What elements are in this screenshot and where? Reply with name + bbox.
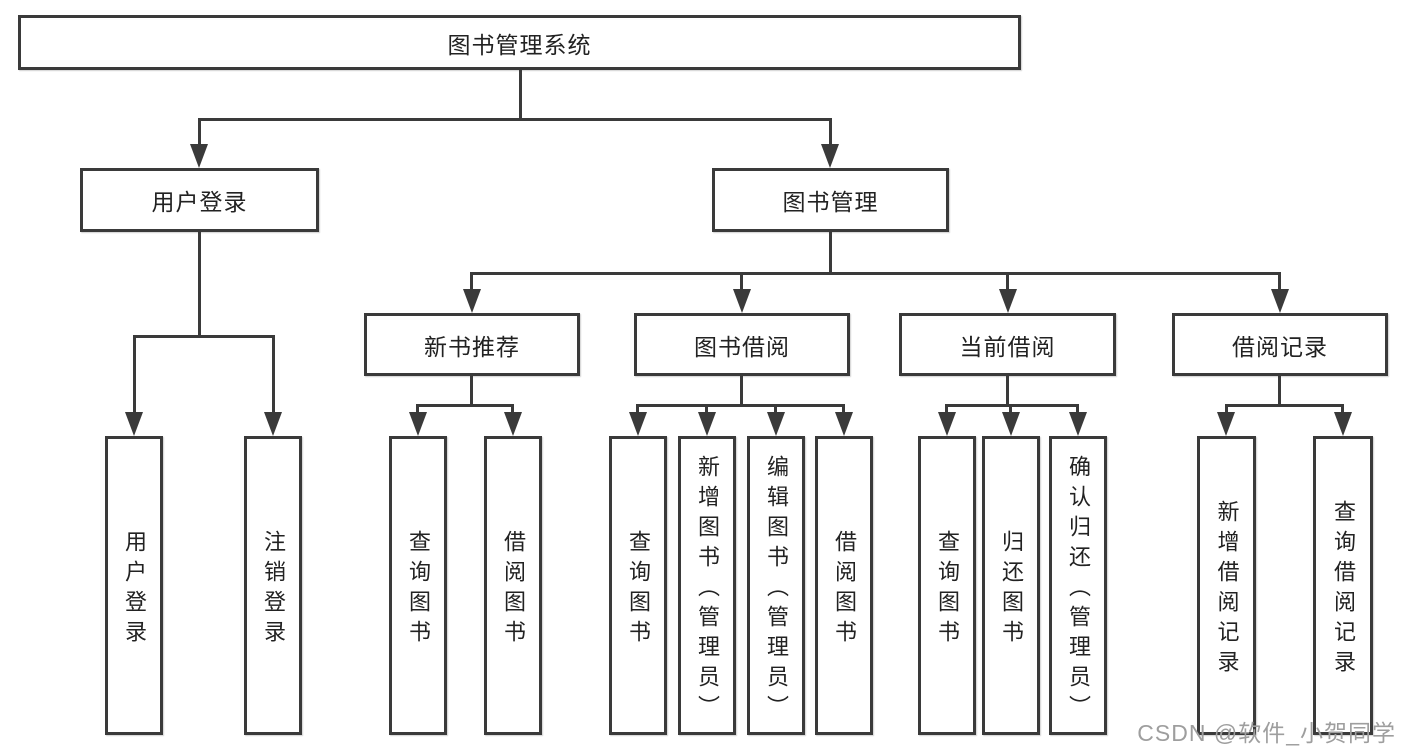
connector-line	[511, 404, 514, 415]
leaf-query-books-current-label: 查询图书	[935, 529, 960, 650]
connector-line	[1225, 404, 1228, 415]
connector-line	[1278, 272, 1281, 292]
connector-line	[198, 118, 201, 148]
connector-line	[1006, 272, 1009, 292]
connector-line	[829, 118, 832, 148]
node-root: 图书管理系统	[18, 15, 1021, 70]
leaf-add-book-admin: 新增图书（管理员）	[678, 436, 736, 735]
leaf-query-books-borrowing-label: 查询图书	[626, 529, 651, 650]
leaf-query-borrow-record: 查询借阅记录	[1313, 436, 1373, 735]
watermark: CSDN @软件_小贺同学	[1137, 720, 1396, 746]
leaf-confirm-return-admin-label: 确认归还（管理员）	[1066, 454, 1091, 725]
arrowhead-icon	[1217, 412, 1235, 436]
connector-line	[842, 404, 845, 415]
arrowhead-icon	[629, 412, 647, 436]
connector-line	[470, 376, 473, 407]
connector-line	[829, 232, 832, 274]
arrowhead-icon	[1271, 289, 1289, 313]
leaf-query-books-recommend: 查询图书	[389, 436, 447, 735]
connector-line	[636, 404, 639, 415]
leaf-logout-label: 注销登录	[261, 529, 286, 650]
node-borrowing-records: 借阅记录	[1172, 313, 1388, 376]
arrowhead-icon	[938, 412, 956, 436]
connector-line	[470, 272, 473, 292]
leaf-borrow-books-recommend-label: 借阅图书	[501, 529, 526, 650]
connector-line	[1006, 376, 1009, 407]
arrowhead-icon	[999, 289, 1017, 313]
connector-line	[471, 272, 1281, 275]
leaf-borrow-books-borrowing: 借阅图书	[815, 436, 873, 735]
connector-line	[946, 404, 1078, 407]
arrowhead-icon	[821, 144, 839, 168]
connector-line	[1076, 404, 1079, 415]
connector-line	[416, 404, 419, 415]
connector-line	[740, 376, 743, 407]
connector-line	[1009, 404, 1012, 415]
arrowhead-icon	[504, 412, 522, 436]
connector-line	[272, 335, 275, 415]
connector-line	[638, 404, 844, 407]
leaf-confirm-return-admin: 确认归还（管理员）	[1049, 436, 1107, 735]
arrowhead-icon	[463, 289, 481, 313]
node-current-borrowing: 当前借阅	[899, 313, 1116, 376]
arrowhead-icon	[767, 412, 785, 436]
node-book-borrowing: 图书借阅	[634, 313, 850, 376]
arrowhead-icon	[835, 412, 853, 436]
arrowhead-icon	[1002, 412, 1020, 436]
leaf-add-borrow-record-label: 新增借阅记录	[1214, 499, 1240, 680]
leaf-query-books-current: 查询图书	[918, 436, 976, 735]
leaf-edit-book-admin-label: 编辑图书（管理员）	[764, 454, 789, 725]
connector-line	[417, 404, 514, 407]
arrowhead-icon	[190, 144, 208, 168]
connector-line	[133, 335, 136, 415]
connector-line	[1226, 404, 1343, 407]
leaf-borrow-books-borrowing-label: 借阅图书	[832, 529, 857, 650]
arrowhead-icon	[409, 412, 427, 436]
connector-line	[705, 404, 708, 415]
arrowhead-icon	[125, 412, 143, 436]
connector-line	[740, 272, 743, 292]
node-new-book-recommend: 新书推荐	[364, 313, 580, 376]
connector-line	[519, 70, 522, 120]
arrowhead-icon	[733, 289, 751, 313]
arrowhead-icon	[264, 412, 282, 436]
connector-line	[1278, 376, 1281, 407]
leaf-edit-book-admin: 编辑图书（管理员）	[747, 436, 805, 735]
connector-line	[198, 232, 201, 338]
connector-line	[774, 404, 777, 415]
leaf-add-book-admin-label: 新增图书（管理员）	[695, 454, 720, 725]
arrowhead-icon	[698, 412, 716, 436]
node-user-login: 用户登录	[80, 168, 319, 232]
leaf-return-book: 归还图书	[982, 436, 1040, 735]
arrowhead-icon	[1069, 412, 1087, 436]
connector-line	[1341, 404, 1344, 415]
leaf-user-login-label: 用户登录	[122, 529, 147, 650]
leaf-add-borrow-record: 新增借阅记录	[1197, 436, 1256, 735]
leaf-borrow-books-recommend: 借阅图书	[484, 436, 542, 735]
leaf-query-borrow-record-label: 查询借阅记录	[1331, 499, 1356, 680]
leaf-query-books-borrowing: 查询图书	[609, 436, 667, 735]
arrowhead-icon	[1334, 412, 1352, 436]
leaf-query-books-recommend-label: 查询图书	[406, 529, 431, 650]
connector-line	[945, 404, 948, 415]
connector-line	[198, 118, 832, 121]
leaf-user-login: 用户登录	[105, 436, 163, 735]
leaf-logout: 注销登录	[244, 436, 302, 735]
leaf-return-book-label: 归还图书	[999, 529, 1024, 650]
node-book-management: 图书管理	[712, 168, 949, 232]
connector-line	[133, 335, 275, 338]
